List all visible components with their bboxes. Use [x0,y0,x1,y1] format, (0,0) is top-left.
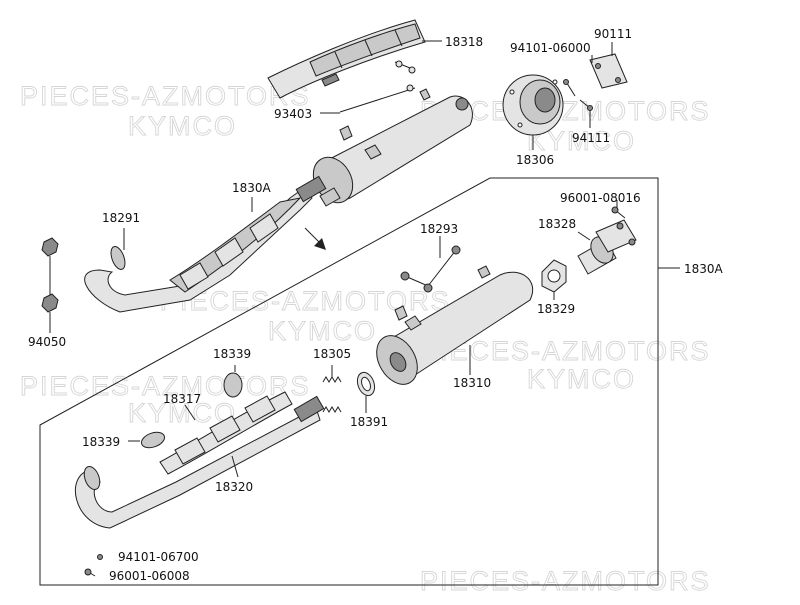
part-label: 94050 [28,335,66,349]
part-96001-06008-bolt[interactable] [84,568,96,577]
part-label: 18329 [537,302,575,316]
kit-1830a-boundary [39,177,659,586]
part-18293-bracket[interactable] [400,245,461,293]
part-18305-spring[interactable] [322,376,342,413]
part-18291-gasket[interactable] [108,245,127,272]
watermark-text: PIECES-AZMOTORS [20,371,311,401]
part-label: 96001-06008 [109,569,190,583]
part-94050-nut[interactable] [41,237,59,313]
part-18391-gasket[interactable] [354,370,377,398]
leader-line [577,231,591,241]
part-label: 94101-06000 [510,41,591,55]
part-label: 94101-06700 [118,550,199,564]
part-18339-gasket[interactable] [139,429,166,450]
part-label: 90111 [594,27,632,41]
part-label: 96001-08016 [560,191,641,205]
part-label: 93403 [274,107,312,121]
part-label: 18320 [215,480,253,494]
part-18339-gasket[interactable] [223,372,243,398]
watermark-text: KYMCO [128,398,237,428]
explode-arrow [304,227,326,250]
part-18328-tail-pipe[interactable] [577,219,637,275]
part-label: 1830A [684,262,724,276]
part-label: 18339 [82,435,120,449]
part-labels: 18318 93403 94101-06000 90111 94111 1830… [28,27,724,583]
watermark-text: PIECES-AZMOTORS [420,566,711,596]
part-label: 18310 [453,376,491,390]
part-94101-06700-washer[interactable] [97,554,103,560]
part-1830a-head-pipe-upper[interactable] [84,175,341,313]
part-label: 18293 [420,222,458,236]
part-96001-08016-bolt[interactable] [611,206,626,219]
part-label: 18306 [516,153,554,167]
part-label: 18328 [538,217,576,231]
leader-line [231,455,239,478]
watermark-layer: PIECES-AZMOTORS KYMCO PIECES-AZMOTORS KY… [20,81,711,597]
part-label: 18318 [445,35,483,49]
watermark-text: KYMCO [268,316,377,346]
watermark-text: KYMCO [128,111,237,141]
part-93403-clamp[interactable] [339,60,416,113]
part-18310-muffler[interactable] [368,265,534,392]
part-label: 18317 [163,392,201,406]
watermark-text: KYMCO [527,364,636,394]
watermark-text: PIECES-AZMOTORS [20,81,311,111]
part-label: 18339 [213,347,251,361]
part-label: 1830A [232,181,272,195]
part-label: 18305 [313,347,351,361]
part-18306-end-cap[interactable] [502,74,564,136]
part-label: 94111 [572,131,610,145]
part-18317-heat-shield[interactable] [159,391,293,475]
part-label: 18291 [102,211,140,225]
part-90111-bracket[interactable] [589,53,628,89]
part-18318-heat-shield[interactable] [267,19,426,99]
part-label: 18391 [350,415,388,429]
leader-line [184,404,196,421]
part-18329-gasket[interactable] [541,259,567,293]
part-18320-head-pipe[interactable] [74,395,325,529]
